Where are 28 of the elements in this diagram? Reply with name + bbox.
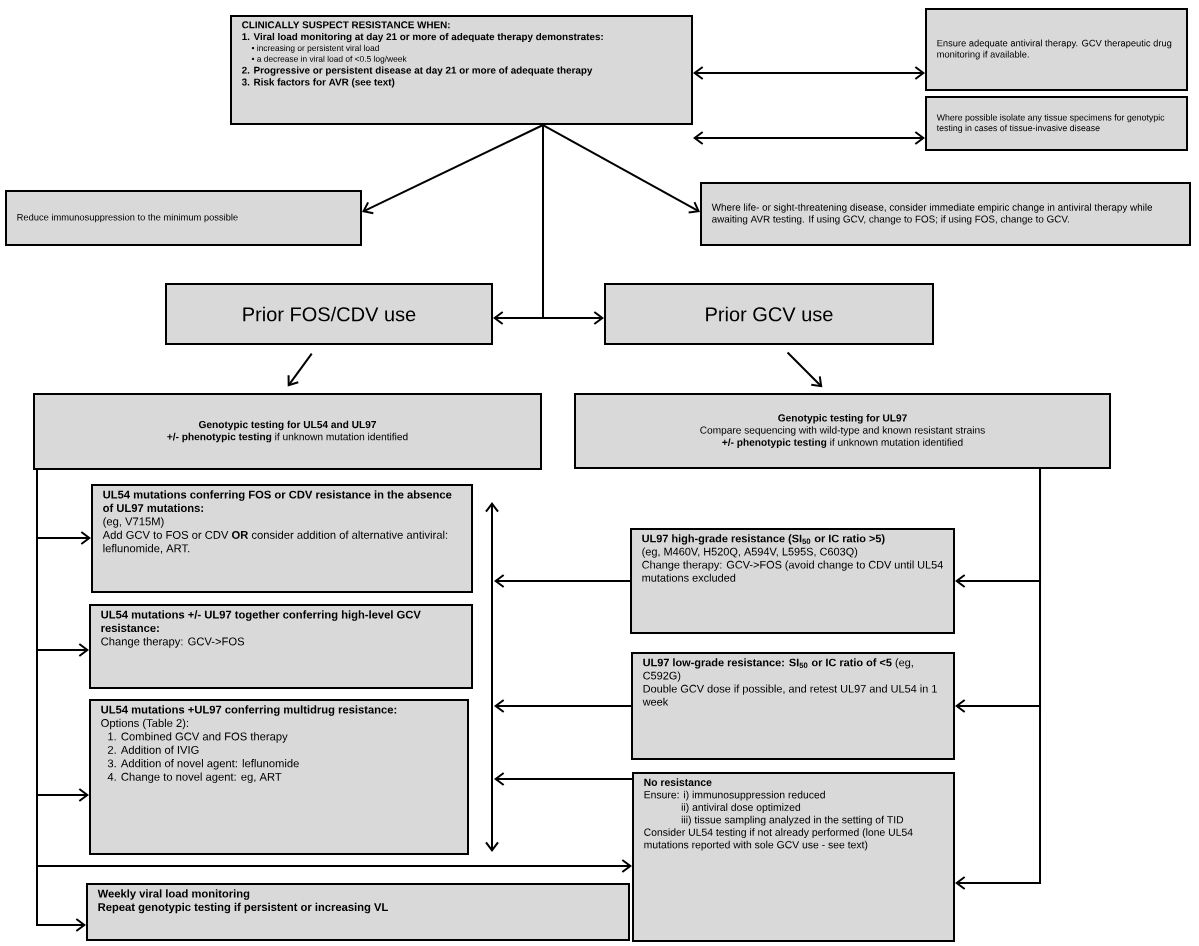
process-box: Reduce immunosuppression to the minimum possible <box>5 190 362 246</box>
process-box: No resistance Ensure: i) immunosuppression reduced ii) antiviral dose optimized iii) tissue sampling analyzed in the setting of TID Consider UL54 testing if not already performed (lone UL54 mutations reported with sole GCV use - see text) <box>632 772 955 942</box>
process-box: UL54 mutations conferring FOS or CDV resistance in the absence of UL97 mutations: (eg, V715M) Add GCV to FOS or CDV OR consider addition of alternative antiviral: leflunomide, ART. <box>91 484 473 593</box>
process-box: Ensure adequate antiviral therapy. GCV therapeutic drug monitoring if available. <box>925 8 1188 91</box>
arrow <box>494 699 632 713</box>
arrow <box>287 352 313 387</box>
process-box: Where possible isolate any tissue specimens for genotypic testing in cases of tissue-invasive disease <box>925 96 1188 151</box>
process-box: UL97 high-grade resistance (SI$_{50}$ or IC ratio >5) (eg, M460V, H520Q, A594V, L595S, C603Q) Change therapy: GCV->FOS (avoid change to CDV until UL54 mutations excluded <box>630 528 955 634</box>
arrow <box>955 468 1041 890</box>
process-box: Genotypic testing for UL54 and UL97 +/- phenotypic testing if unknown mutation identified <box>33 393 542 470</box>
process-box: Prior GCV use <box>604 283 934 345</box>
arrow <box>693 131 925 145</box>
arrow <box>36 469 86 932</box>
process-box: UL97 low-grade resistance: SI$_{50}$ or IC ratio of <5 (eg, C592G) Double GCV dose if possible, and retest UL97 and UL54 in 1 week <box>631 652 955 760</box>
process-box: Genotypic testing for UL97 Compare sequencing with wild-type and known resistant strains +/- phenotypic testing if unknown mutation identified <box>574 393 1111 469</box>
arrow <box>362 124 544 215</box>
process-box: UL54 mutations +/- UL97 together conferring high-level GCV resistance: Change therapy: GCV->FOS <box>89 604 473 689</box>
process-box: Weekly viral load monitoring Repeat genotypic testing if persistent or increasing VL <box>86 883 630 941</box>
arrow <box>542 124 604 325</box>
arrow <box>494 772 633 786</box>
process-box: Where life- or sight-threatening disease, consider immediate empiric change in antiviral therapy while awaiting AVR testing. If using GCV, change to FOS; if using FOS, change to GCV. <box>700 182 1191 246</box>
arrow <box>786 351 823 388</box>
arrow <box>494 574 631 588</box>
arrow <box>693 66 925 80</box>
process-box: UL54 mutations +UL97 conferring multidrug resistance: Options (Table 2): 1. Combined GCV and FOS therapy 2. Addition of IVIG 3. Addition of novel agent: leflunomide 4. Change to novel agent: eg, ART <box>89 699 469 855</box>
process-box: Prior FOS/CDV use <box>165 283 493 345</box>
arrow <box>542 124 700 214</box>
process-box: CLINICALLY SUSPECT RESISTANCE WHEN: 1. Viral load monitoring at day 21 or more of adequate therapy demonstrates: • increasing or persistent viral load • a decrease in viral load of <0.5 log/week 2. Progressive or persistent disease at day 21 or more of adequate therapy 3. Risk factors for AVR (see text) <box>230 15 693 125</box>
